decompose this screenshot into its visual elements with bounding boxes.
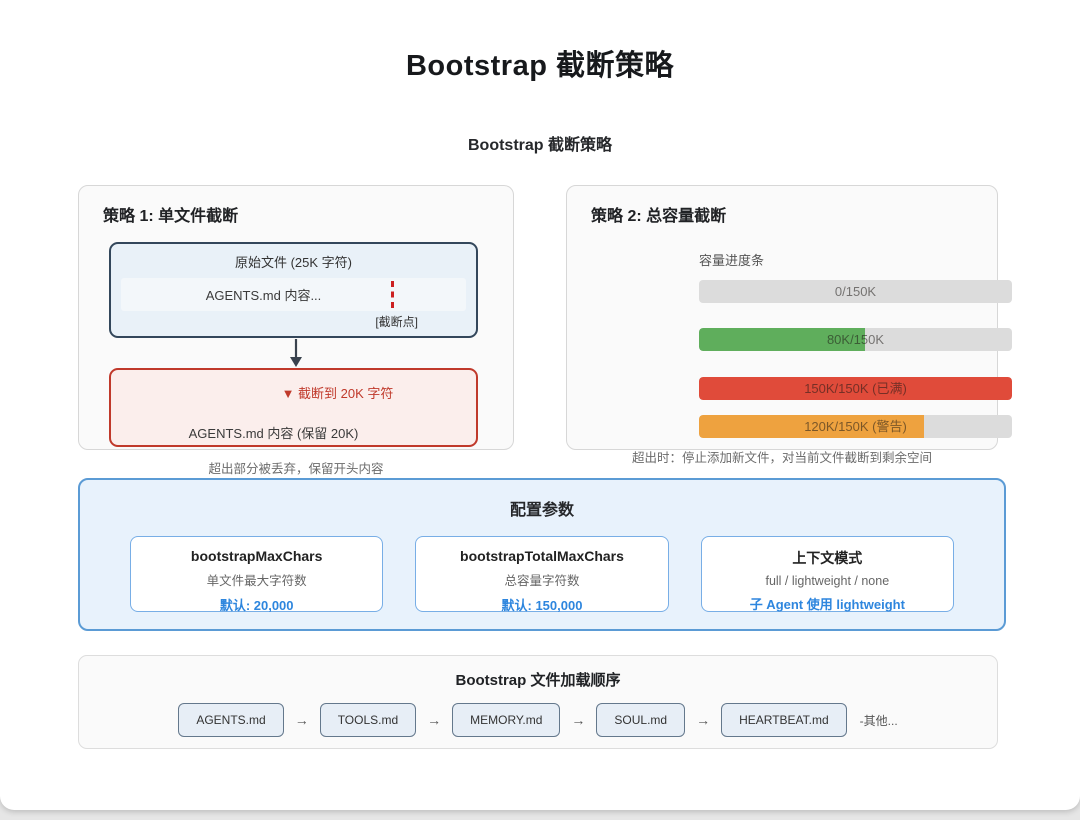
file-content-text: AGENTS.md 内容...	[205, 288, 322, 303]
config-name: bootstrapMaxChars	[190, 548, 323, 564]
bar-label: 120K/150K (警告)	[804, 419, 907, 434]
config-name: 上下文模式	[792, 550, 863, 566]
truncation-point-label: [截断点]	[375, 315, 418, 329]
file-chip-agents: AGENTS.md	[178, 703, 284, 737]
capacity-bar-warning: 120K/150K (警告)	[699, 415, 1012, 438]
arrow-right-icon: →	[696, 712, 711, 728]
strategy-2-caption: 超出时：停止添加新文件，对当前文件截断到剩余空间	[631, 451, 932, 465]
config-card-max-chars: bootstrapMaxChars 单文件最大字符数 默认: 20,000	[130, 536, 384, 613]
original-file-box: 原始文件 (25K 字符) AGENTS.md 内容... [截断点]	[109, 242, 478, 338]
config-card-context-mode: 上下文模式 full / lightweight / none 子 Agent …	[700, 536, 954, 612]
bar-label: 150K/150K (已满)	[804, 381, 907, 396]
strategy-2-heading: 策略 2: 总容量截断	[591, 208, 727, 225]
diagram-container: Bootstrap 截断策略 Bootstrap 截断策略 策略 1: 单文件截…	[78, 0, 1012, 749]
capacity-bar-full: 150K/150K (已满)	[699, 377, 1012, 400]
bar-label: 0/150K	[834, 284, 877, 299]
bar-fill	[699, 328, 865, 351]
config-value: 子 Agent 使用 lightweight	[749, 597, 905, 612]
truncated-box-content: AGENTS.md 内容 (保留 20K)	[188, 426, 359, 441]
config-desc: 单文件最大字符数	[206, 574, 307, 588]
config-name: bootstrapTotalMaxChars	[460, 548, 624, 564]
capacity-bars-label: 容量进度条	[699, 253, 765, 268]
file-content-strip: AGENTS.md 内容...	[121, 278, 466, 311]
file-chip-soul: SOUL.md	[596, 703, 686, 737]
strategy-1-caption: 超出部分被丢弃，保留开头内容	[208, 462, 384, 476]
truncated-file-box: ▼ 截断到 20K 字符 AGENTS.md 内容 (保留 20K)	[109, 368, 478, 447]
file-chip-memory: MEMORY.md	[452, 703, 561, 737]
strategy-panels-row: 策略 1: 单文件截断 原始文件 (25K 字符) AGENTS.md 内容..…	[78, 185, 1012, 476]
config-value: 默认: 20,000	[219, 598, 294, 613]
more-files-text: -其他...	[859, 713, 898, 728]
down-arrow-icon	[79, 338, 513, 368]
strategy-1-heading: 策略 1: 单文件截断	[103, 208, 239, 225]
arrow-right-icon: →	[427, 712, 442, 728]
config-heading: 配置参数	[509, 502, 574, 519]
page-title: Bootstrap 截断策略	[405, 50, 674, 82]
truncated-box-title: ▼ 截断到 20K 字符	[281, 386, 394, 401]
config-desc: full / lightweight / none	[765, 574, 890, 588]
original-file-title: 原始文件 (25K 字符)	[234, 255, 352, 270]
config-desc: 总容量字符数	[504, 574, 580, 588]
capacity-bar-ok: 80K/150K	[699, 328, 1012, 351]
bar-fill	[699, 377, 1012, 400]
load-order-section: Bootstrap 文件加载顺序 AGENTS.md → TOOLS.md → …	[78, 655, 998, 749]
panel-strategy-1: 策略 1: 单文件截断 原始文件 (25K 字符) AGENTS.md 内容..…	[78, 185, 514, 476]
file-chip-heartbeat: HEARTBEAT.md	[721, 703, 847, 737]
bar-fill	[699, 415, 925, 438]
capacity-bars: 0/150K 80K/150K 150K/150K (已满)	[699, 280, 1012, 438]
config-section: 配置参数 bootstrapMaxChars 单文件最大字符数 默认: 20,0…	[78, 478, 1006, 631]
load-order-heading: Bootstrap 文件加载顺序	[455, 672, 621, 689]
arrow-right-icon: →	[571, 712, 586, 728]
file-chip-tools: TOOLS.md	[319, 703, 417, 737]
diagram-title: Bootstrap 截断策略	[467, 137, 612, 154]
panel-strategy-2: 策略 2: 总容量截断 容量进度条 0/150K 80K/150K	[566, 185, 1012, 465]
config-cards-row: bootstrapMaxChars 单文件最大字符数 默认: 20,000 bo…	[130, 536, 954, 613]
capacity-bar-empty: 0/150K	[699, 280, 1012, 303]
bar-label: 80K/150K	[826, 332, 885, 347]
arrow-right-icon: →	[294, 712, 309, 728]
load-order-row: AGENTS.md → TOOLS.md → MEMORY.md → SOUL.…	[79, 703, 997, 737]
config-card-total-max-chars: bootstrapTotalMaxChars 总容量字符数 默认: 150,00…	[415, 536, 669, 613]
config-value: 默认: 150,000	[501, 598, 583, 613]
truncation-point-line	[390, 281, 394, 308]
